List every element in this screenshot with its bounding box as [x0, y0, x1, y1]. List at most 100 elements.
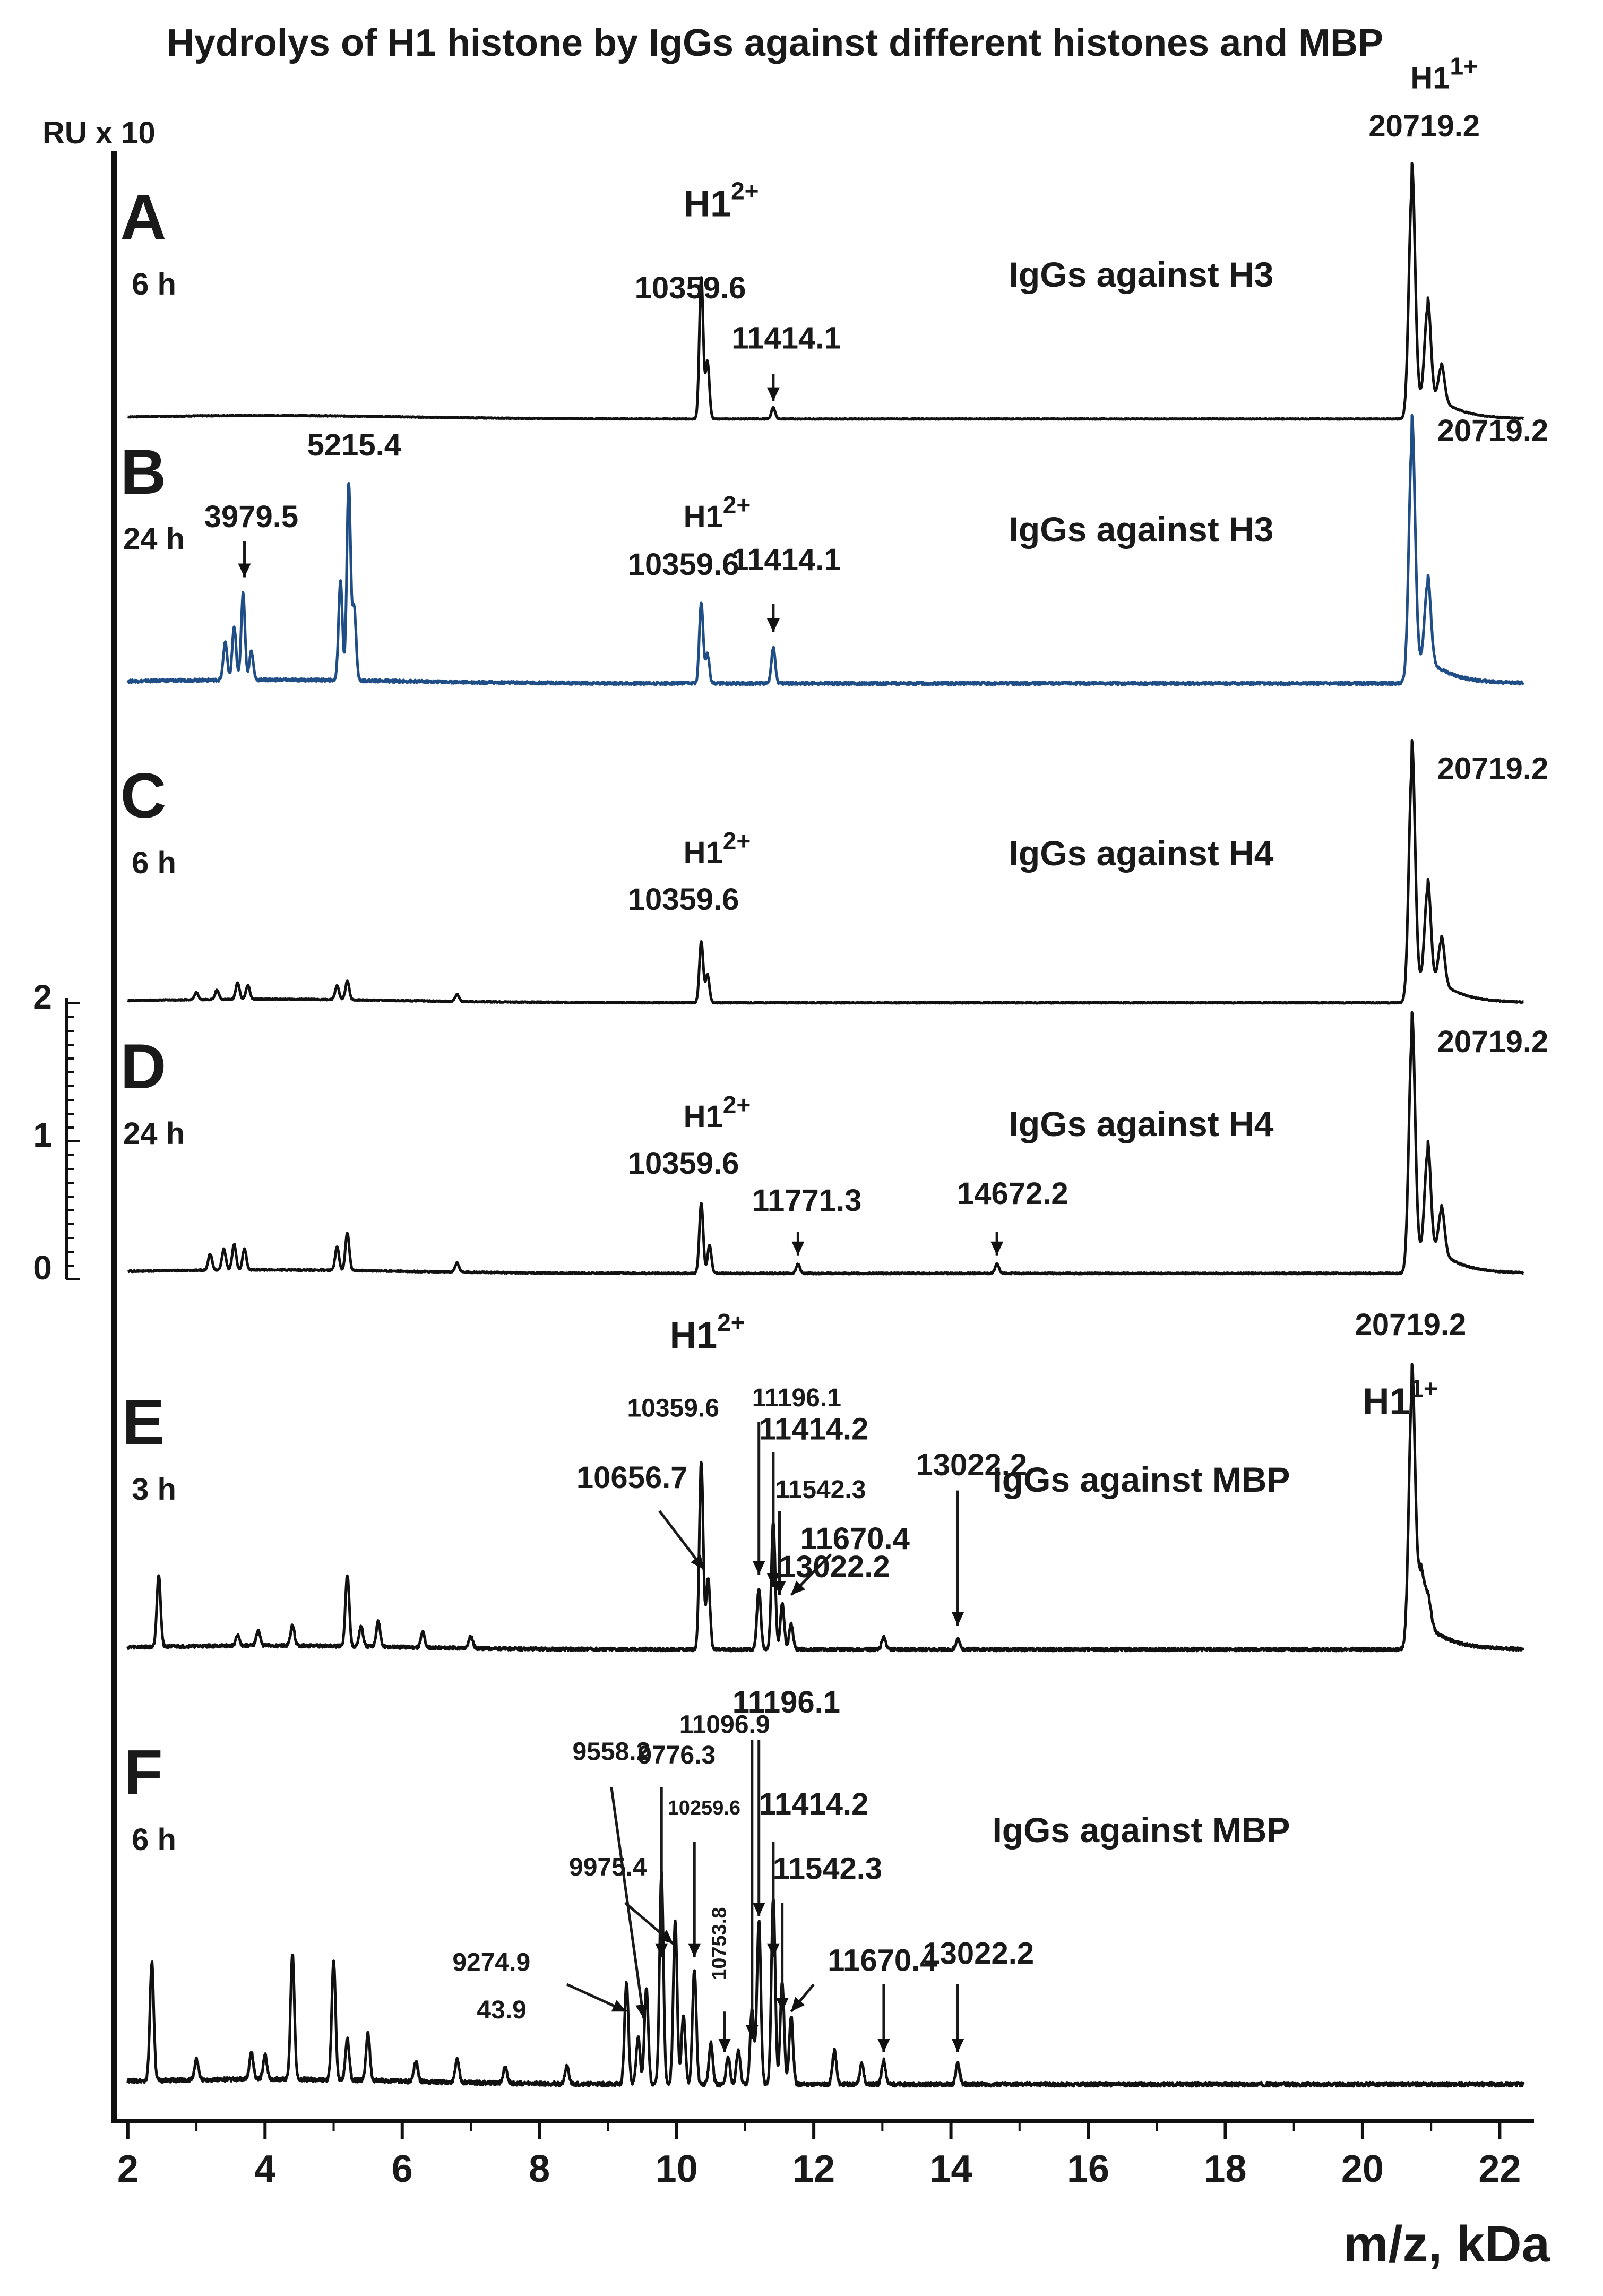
peak-label-rotated: 10753.8: [709, 1907, 731, 1980]
ion-charge: 1+: [1410, 1375, 1437, 1403]
arrow-head: [951, 1612, 964, 1626]
arrow-head: [775, 1998, 789, 2012]
x-tick-label: 10: [656, 2148, 698, 2190]
ion-charge: 2+: [723, 491, 751, 519]
peak-label: 5215.4: [307, 428, 401, 462]
x-tick-label: 16: [1067, 2148, 1109, 2190]
arrow-head: [990, 1241, 1004, 1256]
arrow-head: [718, 2039, 731, 2052]
chart-title: Hydrolys of H1 histone by IgGs against d…: [167, 22, 1383, 64]
time-label: 6 h: [132, 846, 176, 880]
peak-label: 11670.4: [800, 1521, 909, 1556]
peak-label: 20719.2: [1437, 1025, 1549, 1059]
peak-label: 11542.3: [773, 1852, 882, 1886]
panel-letter: E: [122, 1387, 165, 1458]
peak-label: 11542.3: [775, 1476, 866, 1504]
time-label: 6 h: [132, 1822, 176, 1857]
scale-bar-label: 2: [33, 978, 52, 1016]
arrow-head: [791, 1580, 806, 1595]
peak-label: 20719.2: [1437, 752, 1549, 786]
peak-label: 9558.2: [572, 1738, 650, 1766]
arrow-head: [238, 563, 251, 578]
x-tick-label: 2: [117, 2148, 139, 2190]
panel-letter: C: [120, 760, 167, 831]
arrow-head: [773, 1581, 786, 1595]
peak-label: 10259.6: [668, 1797, 740, 1819]
panel-letter: D: [120, 1031, 167, 1102]
ion-charge: 2+: [717, 1309, 745, 1336]
y-axis-label: RU x 10: [42, 116, 156, 150]
peak-label: 11196.1: [732, 1685, 840, 1719]
peak-label: 9975.4: [569, 1853, 647, 1881]
peak-label: 11670.4: [828, 1943, 937, 1977]
panel-description: IgGs against MBP: [992, 1810, 1290, 1850]
panel-description: IgGs against H4: [1009, 1104, 1274, 1143]
peak-label: 10359.6: [635, 271, 746, 305]
scale-bar-label: 1: [33, 1116, 52, 1154]
x-tick-label: 12: [792, 2148, 835, 2190]
arrow-head: [951, 2039, 964, 2052]
x-axis-label: m/z, kDa: [1343, 2216, 1550, 2273]
peak-label: 10359.6: [628, 882, 739, 917]
peak-label: 11096.9: [679, 1710, 770, 1739]
arrow-head: [635, 2003, 648, 2018]
arrow-head: [752, 1903, 765, 1916]
peak-label: 9274.9: [452, 1948, 530, 1976]
peak-label: 13022.2: [779, 1550, 890, 1584]
x-tick-label: 8: [529, 2148, 550, 2190]
ion-charge: 2+: [731, 177, 759, 204]
arrow-head: [611, 2000, 627, 2012]
scale-bar: 210: [33, 978, 80, 1287]
peak-label: 11414.2: [759, 1412, 868, 1447]
time-label: 6 h: [132, 267, 176, 302]
arrow-head: [766, 1573, 780, 1587]
panel-description: IgGs against MBP: [992, 1460, 1290, 1499]
peak-label: 20719.2: [1355, 1308, 1467, 1342]
panel-description: IgGs against H3: [1009, 255, 1274, 294]
spectrum-trace: [127, 739, 1524, 1005]
time-label: 3 h: [132, 1472, 176, 1507]
arrow-head: [688, 1943, 701, 1957]
arrow-head: [655, 1943, 668, 1957]
peak-label: 10656.7: [576, 1460, 688, 1495]
arrow-head: [791, 1997, 805, 2012]
spectrum-trace: [127, 1011, 1524, 1276]
panel-letter: F: [124, 1737, 162, 1808]
ion-charge: 2+: [723, 1091, 751, 1119]
peak-label: 11414.2: [759, 1787, 868, 1821]
arrow-head: [766, 618, 780, 632]
peak-arrow: [610, 1787, 645, 2019]
arrow-head: [766, 387, 780, 401]
time-label: 24 h: [123, 522, 185, 556]
peak-label: 20719.2: [1437, 414, 1549, 448]
ion-charge: 1+: [1450, 53, 1478, 80]
arrow-head: [877, 2039, 890, 2052]
panel-letter: B: [120, 436, 167, 508]
spectrum-trace: [126, 1363, 1525, 1653]
arrow-head: [752, 1561, 765, 1575]
ion-charge: 2+: [723, 827, 751, 855]
x-tick-label: 4: [254, 2148, 275, 2190]
peak-label: 11771.3: [752, 1183, 861, 1218]
peak-label: 11196.1: [752, 1384, 841, 1412]
peak-label: 10359.6: [628, 1146, 739, 1181]
peak-label: 11414.1: [731, 321, 841, 356]
arrow-head: [658, 1930, 674, 1944]
peak-label: 20719.2: [1368, 109, 1480, 143]
arrow-head: [745, 2025, 759, 2039]
arrow-head: [691, 1554, 704, 1570]
peak-label: 43.9: [477, 1996, 526, 2024]
spectrum-trace: [126, 414, 1524, 686]
peak-label: 3979.5: [204, 500, 298, 534]
x-tick-label: 20: [1341, 2148, 1384, 2190]
x-tick-label: 14: [930, 2148, 972, 2190]
x-tick-label: 18: [1204, 2148, 1246, 2190]
